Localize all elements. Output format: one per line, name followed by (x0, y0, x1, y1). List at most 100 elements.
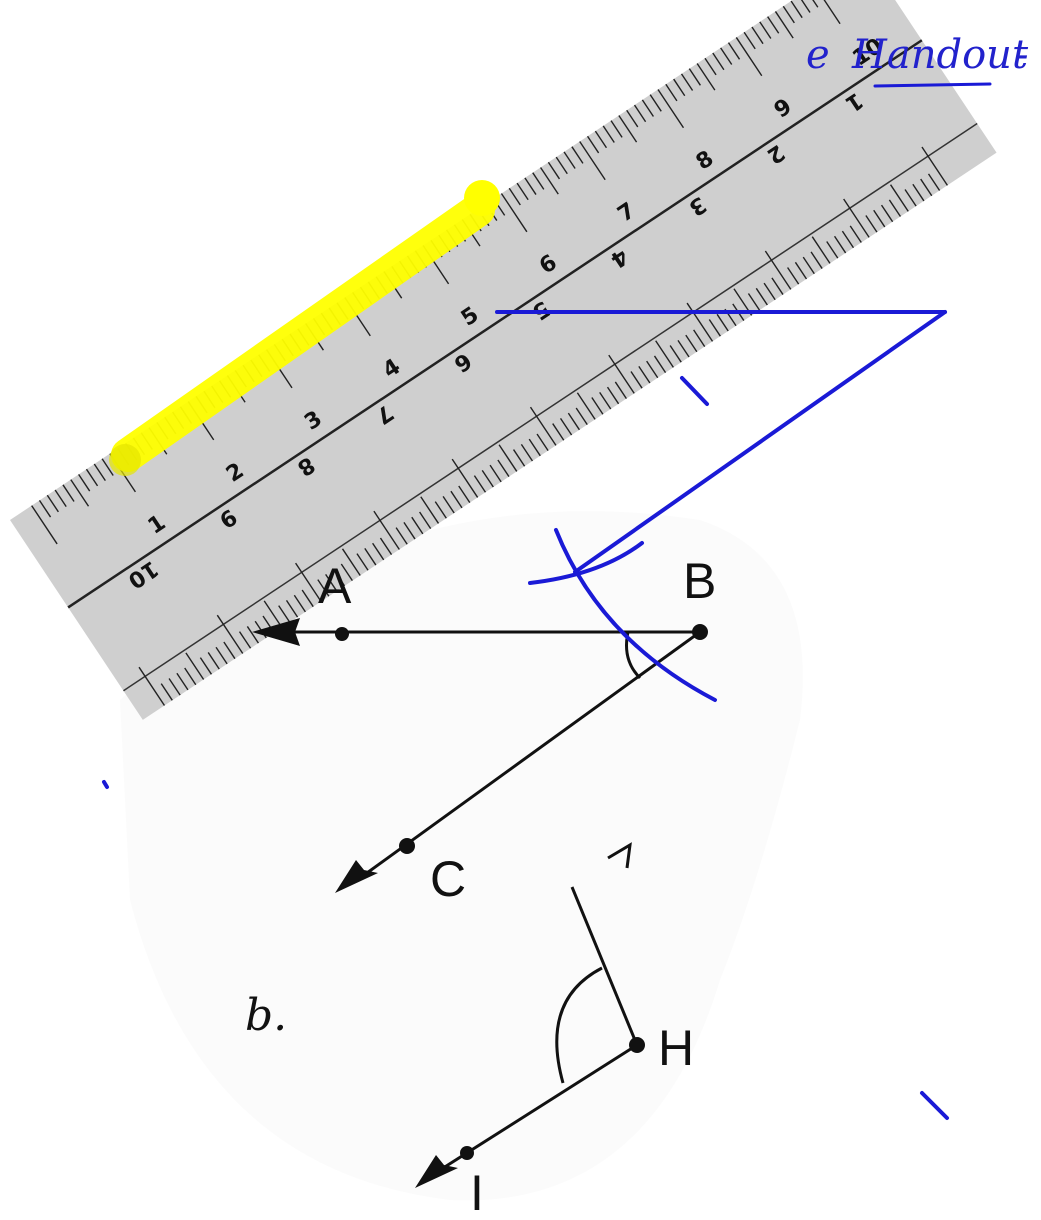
ruler-tick (293, 594, 306, 613)
ruler-ticks-bottom (138, 146, 948, 706)
arrowhead-c (335, 860, 378, 893)
ruler-tick (529, 406, 557, 446)
ruler-tick (325, 574, 338, 592)
label-c: C (430, 851, 466, 907)
ruler-tick (216, 614, 244, 654)
ruler-tick (655, 340, 674, 368)
ruler-tick (826, 241, 839, 259)
ruler-tick (340, 563, 353, 582)
ruler-tick (712, 52, 725, 71)
ruler-tick (563, 151, 576, 169)
ruler-tick (458, 485, 471, 504)
blue-arc-lower (554, 528, 717, 702)
arrowhead-i (415, 1155, 458, 1188)
ruler-tick (638, 365, 651, 384)
point-b (692, 624, 708, 640)
ray-h-up (570, 886, 639, 1046)
ruler-tick (379, 537, 393, 556)
ruler-tick (54, 489, 67, 508)
ruler-tick (833, 235, 847, 254)
ruler-tick (591, 397, 604, 415)
ruler-tick (176, 672, 189, 691)
label-i: I (470, 1165, 484, 1220)
ruler-tick (693, 329, 706, 347)
ruler-tick (594, 130, 608, 149)
ruler-bottom-line (123, 122, 978, 692)
ruler-tick (536, 433, 549, 452)
ruler-tick (238, 631, 252, 649)
ruler-tick (811, 236, 831, 264)
ruler-tick (419, 511, 432, 530)
ruler-tick (606, 386, 620, 405)
ruler-tick (199, 657, 213, 675)
ruler-tick (633, 104, 647, 123)
ruler-tick (904, 189, 917, 207)
ruler-tick (364, 548, 377, 566)
ruler-tick (735, 37, 763, 77)
ruler-tick (579, 141, 606, 181)
ruler-tick (708, 319, 721, 337)
ruler-tick (160, 683, 173, 701)
ruler-tick (451, 458, 479, 498)
arrowhead-a (252, 618, 300, 646)
ruler-tick (555, 156, 568, 175)
ruler-tick (489, 464, 502, 483)
ruler-tick (704, 57, 717, 76)
ruler-tick (372, 542, 385, 561)
ruler-tick (798, 0, 811, 13)
blue-annotations (102, 82, 992, 1120)
point-h (629, 1037, 645, 1053)
ruler-tick (332, 568, 346, 587)
ruler-tick (263, 600, 283, 628)
ruler-tick (720, 47, 733, 65)
ruler-tick (653, 355, 667, 373)
ruler-tick (927, 173, 941, 191)
ruler-tick (646, 360, 659, 379)
ruler-tick (420, 496, 440, 524)
paper-background (120, 511, 803, 1201)
ruler-tick (618, 115, 638, 143)
ruler-tick (841, 230, 855, 249)
ruler-tick (814, 0, 841, 25)
pen-mark (607, 842, 632, 869)
ruler-tick (85, 468, 99, 487)
ruler-tick (547, 161, 561, 180)
ruler-tick (184, 667, 197, 686)
ruler-tick (599, 391, 612, 410)
ruler-tick (473, 475, 487, 493)
ruler-tick (552, 423, 565, 441)
ruler-tick (608, 354, 635, 394)
ruler-tick (747, 293, 761, 311)
ruler-tick (755, 287, 768, 306)
ruler-tick (278, 605, 291, 623)
ruler-tick (215, 646, 228, 665)
handwritten-note: b. (245, 990, 287, 1041)
ray-bc (359, 630, 701, 880)
ruler-tick (685, 334, 698, 353)
ruler-tick (532, 172, 545, 190)
yellow-highlight (109, 180, 500, 476)
point-c (399, 838, 415, 854)
ruler-tick (716, 313, 729, 332)
ruler-tick (843, 198, 870, 238)
ruler-tick (101, 458, 114, 476)
ruler-tick (767, 16, 780, 34)
ruler-tick (873, 209, 886, 228)
ruler-tick (46, 494, 59, 513)
ruler-tick (295, 562, 322, 602)
ruler-tick (849, 225, 862, 243)
ruler-tick (759, 21, 772, 39)
ruler-tick (912, 183, 925, 202)
label-h: H (658, 1020, 694, 1076)
ruler-tick (207, 652, 220, 670)
label-b: B (683, 553, 716, 609)
ruler-tick (888, 199, 902, 217)
ruler-tick (301, 589, 314, 608)
ruler-tick (481, 469, 494, 488)
ruler-tick (865, 215, 878, 233)
ruler-tick (673, 78, 686, 97)
ruler-body (10, 0, 997, 720)
ruler-tick (751, 26, 764, 45)
ruler-tick (341, 548, 361, 576)
